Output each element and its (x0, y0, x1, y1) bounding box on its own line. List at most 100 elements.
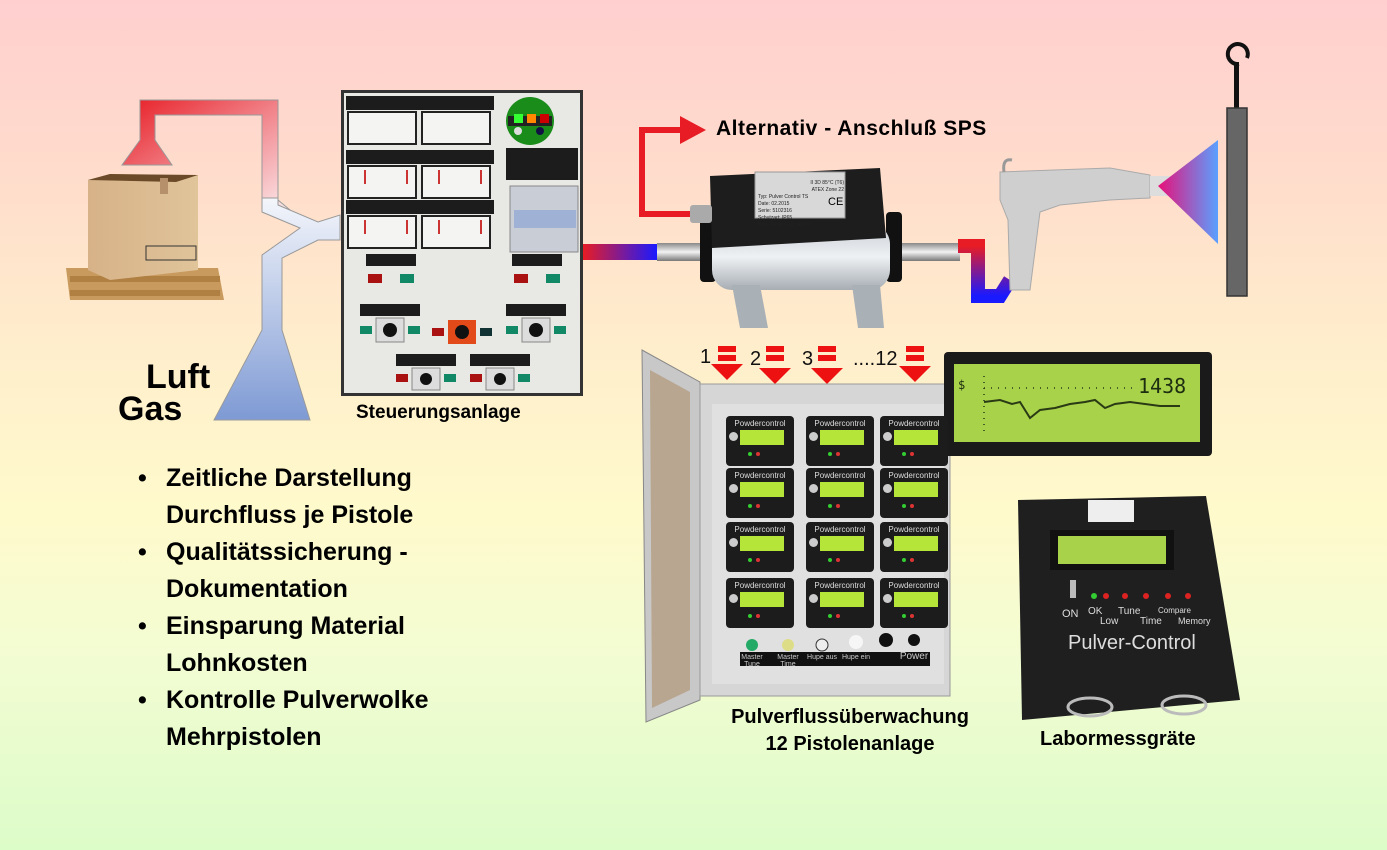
module-led-ok (902, 504, 906, 508)
benefit-line: Einsparung Material (166, 612, 405, 640)
powdercontrol-module: Powdercontrol (806, 522, 874, 572)
module-number-badge (883, 484, 892, 493)
cabinet-button-label: Hupe aus (807, 654, 837, 661)
cardboard-box-on-pallet-icon (66, 174, 224, 300)
module-led-ok (902, 452, 906, 456)
module-number-badge (883, 432, 892, 441)
module-title: Powdercontrol (888, 471, 940, 480)
spray-gun-icon (999, 158, 1172, 291)
module-led-ok (902, 614, 906, 618)
module-title: Powdercontrol (814, 419, 866, 428)
module-title: Powdercontrol (734, 525, 786, 534)
cabinet-button-label-power: Power (899, 651, 929, 662)
benefit-line: Zeitliche Darstellung (166, 464, 412, 492)
nameplate-line: Date: 02.2015 (758, 201, 790, 207)
module-led-low (910, 614, 914, 618)
module-lcd (894, 482, 938, 497)
module-lcd (820, 482, 864, 497)
module-lcd (894, 430, 938, 445)
benefit-line: Mehrpistolen (166, 723, 322, 751)
module-led-ok (748, 614, 752, 618)
monitoring-label-line2: 12 Pistolenanlage (765, 733, 935, 755)
module-number-badge (809, 594, 818, 603)
nameplate-line: Betr.-Temp.: -10...+70°C (758, 222, 812, 228)
lcd-flow-trace (983, 398, 1180, 420)
nameplate-marking: II 3D 85°C (T6) (810, 180, 844, 186)
source-label-gas: Gas (118, 390, 183, 428)
sensor-nameplate: II 3D 85°C (T6) ATEX Zone 22 Typ: Pulver… (758, 180, 844, 229)
module-number-badge (809, 538, 818, 547)
channel-label-3: 3 (802, 348, 814, 370)
channel-label-1: 1 (700, 346, 712, 368)
lab-led-label: Low (1100, 616, 1119, 627)
module-lcd (740, 430, 784, 445)
powdercontrol-module: Powdercontrol (806, 416, 874, 466)
module-led-low (756, 452, 760, 456)
module-number-badge (729, 432, 738, 441)
benefit-line: Durchfluss je Pistole (166, 501, 414, 529)
gun-channel-arrows (711, 346, 931, 384)
powder-spray-cloud (1158, 140, 1218, 244)
lab-device-image (1018, 496, 1240, 720)
control-unit-label: Steuerungsanlage (356, 402, 521, 423)
benefit-line: Kontrolle Pulverwolke (166, 686, 429, 714)
lcd-symbol: $ (958, 378, 966, 392)
nameplate-line: Schutzart: IP65 (758, 215, 793, 221)
channel-arrow-12 (899, 346, 931, 382)
flow-sensor-image (657, 168, 960, 328)
module-led-ok (828, 452, 832, 456)
channel-label-12: ....12 (853, 348, 898, 370)
powdercontrol-module: Powdercontrol (880, 468, 948, 518)
lab-led-label: Memory (1178, 616, 1211, 626)
module-led-low (836, 452, 840, 456)
lcd-display-closeup (944, 352, 1212, 456)
module-number-badge (809, 432, 818, 441)
channel-arrow-1 (711, 346, 743, 380)
module-led-ok (828, 558, 832, 562)
module-title: Powdercontrol (814, 525, 866, 534)
powdercontrol-module: Powdercontrol (726, 468, 794, 518)
module-led-ok (828, 614, 832, 618)
module-number-badge (883, 538, 892, 547)
source-label-luft: Luft (146, 358, 211, 396)
module-number-badge (883, 594, 892, 603)
benefit-line: Dokumentation (166, 575, 348, 603)
powdercontrol-module: Powdercontrol (726, 522, 794, 572)
module-title: Powdercontrol (888, 525, 940, 534)
module-led-ok (748, 452, 752, 456)
module-lcd (740, 592, 784, 607)
module-led-low (756, 558, 760, 562)
module-number-badge (809, 484, 818, 493)
module-led-low (836, 558, 840, 562)
channel-arrow-3 (811, 346, 843, 384)
module-title: Powdercontrol (734, 419, 786, 428)
cabinet-button-label: Master Tune (741, 654, 763, 668)
powder-hose-inlet (583, 244, 657, 260)
module-title: Powdercontrol (888, 419, 940, 428)
control-cabinet-image (341, 90, 583, 396)
nameplate-zone: ATEX Zone 22 (811, 187, 844, 193)
powdercontrol-module: Powdercontrol (806, 468, 874, 518)
module-led-low (756, 614, 760, 618)
lab-device-title: Pulver-Control (1068, 632, 1196, 654)
module-lcd (820, 536, 864, 551)
module-title: Powdercontrol (814, 581, 866, 590)
module-led-low (910, 558, 914, 562)
module-led-ok (902, 558, 906, 562)
benefit-line: Lohnkosten (166, 649, 308, 677)
channel-arrow-2 (759, 346, 791, 384)
module-lcd (740, 482, 784, 497)
monitoring-cabinet-label: Pulverflussüberwachung 12 Pistolenanlage (690, 704, 1010, 758)
module-lcd (740, 536, 784, 551)
powder-hose-elbow (958, 239, 1016, 303)
sps-connection-label: Alternativ - Anschluß SPS (716, 117, 987, 140)
powdercontrol-module: Powdercontrol (880, 522, 948, 572)
sps-connection-arrow (639, 116, 706, 217)
powdercontrol-module: Powdercontrol (726, 578, 794, 628)
lab-led-label: Compare (1158, 606, 1191, 615)
lab-led-label: OK (1088, 606, 1103, 617)
module-lcd (894, 536, 938, 551)
powdercontrol-module: Powdercontrol (880, 578, 948, 628)
